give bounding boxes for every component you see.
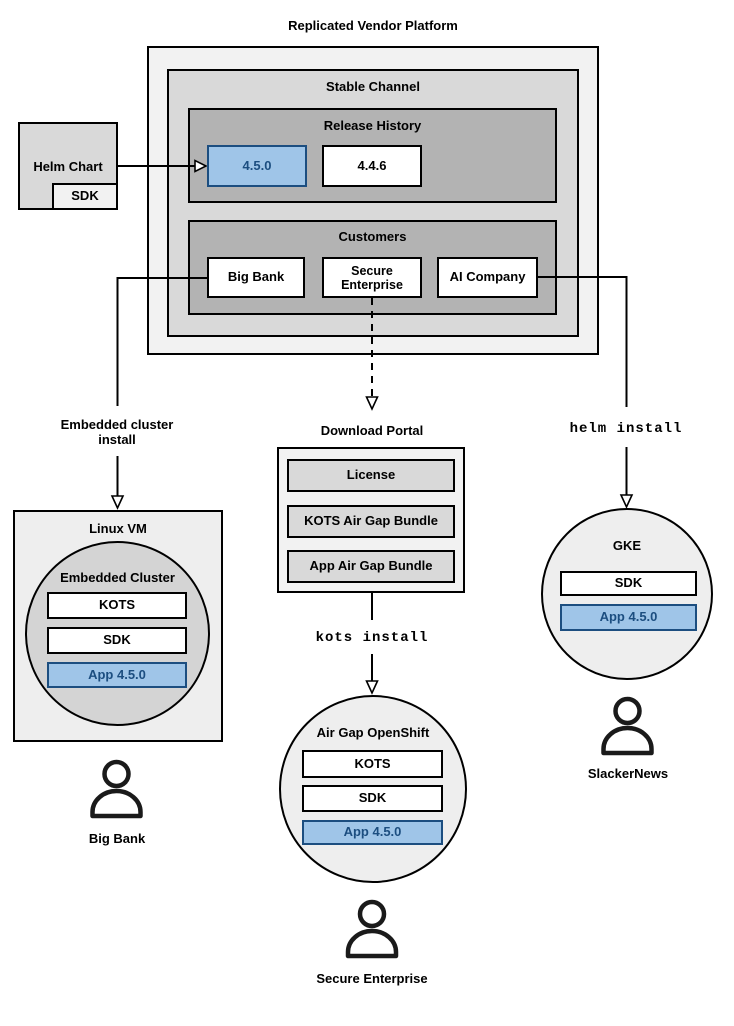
secure-enterprise-person-icon — [345, 899, 399, 959]
release-history-label: Release History — [323, 118, 422, 133]
customer-ai-company: AI Company — [437, 257, 538, 298]
helm-chart-label: Helm Chart — [33, 159, 103, 174]
release-version-450: 4.5.0 — [207, 145, 307, 187]
airgap-kots-box: KOTS — [302, 750, 443, 778]
customers-label: Customers — [338, 229, 407, 244]
gke-label: GKE — [612, 538, 642, 553]
customer-secure-enterprise: Secure Enterprise — [322, 257, 422, 298]
big-bank-person-icon — [90, 759, 143, 819]
stable-channel-label: Stable Channel — [326, 79, 420, 94]
embedded-install-edge-label: Embedded cluster install — [60, 417, 174, 448]
embedded-kots-box: KOTS — [47, 592, 187, 619]
gke-sdk-box: SDK — [560, 571, 697, 596]
portal-kots-bundle-box: KOTS Air Gap Bundle — [287, 505, 455, 538]
helm-install-edge-label: helm install — [569, 421, 683, 437]
airgap-app-box: App 4.5.0 — [302, 820, 443, 845]
customer-big-bank: Big Bank — [207, 257, 305, 298]
release-version-446: 4.4.6 — [322, 145, 422, 187]
embedded-cluster-label: Embedded Cluster — [60, 570, 175, 585]
helm-chart-sdk-box: SDK — [52, 183, 118, 210]
portal-app-bundle-box: App Air Gap Bundle — [287, 550, 455, 583]
slackernews-user-label: SlackerNews — [587, 766, 669, 781]
big-bank-user-label: Big Bank — [88, 831, 146, 846]
portal-license-box: License — [287, 459, 455, 492]
secure-enterprise-user-label: Secure Enterprise — [316, 971, 428, 986]
airgap-openshift-label: Air Gap OpenShift — [316, 725, 430, 740]
slackernews-person-icon — [601, 696, 654, 756]
kots-install-edge-label: kots install — [315, 630, 429, 646]
airgap-sdk-box: SDK — [302, 785, 443, 812]
download-portal-label: Download Portal — [320, 423, 424, 438]
embedded-app-box: App 4.5.0 — [47, 662, 187, 688]
gke-app-box: App 4.5.0 — [560, 604, 697, 631]
diagram-title: Replicated Vendor Platform — [288, 18, 458, 33]
linux-vm-label: Linux VM — [89, 521, 147, 536]
embedded-sdk-box: SDK — [47, 627, 187, 654]
